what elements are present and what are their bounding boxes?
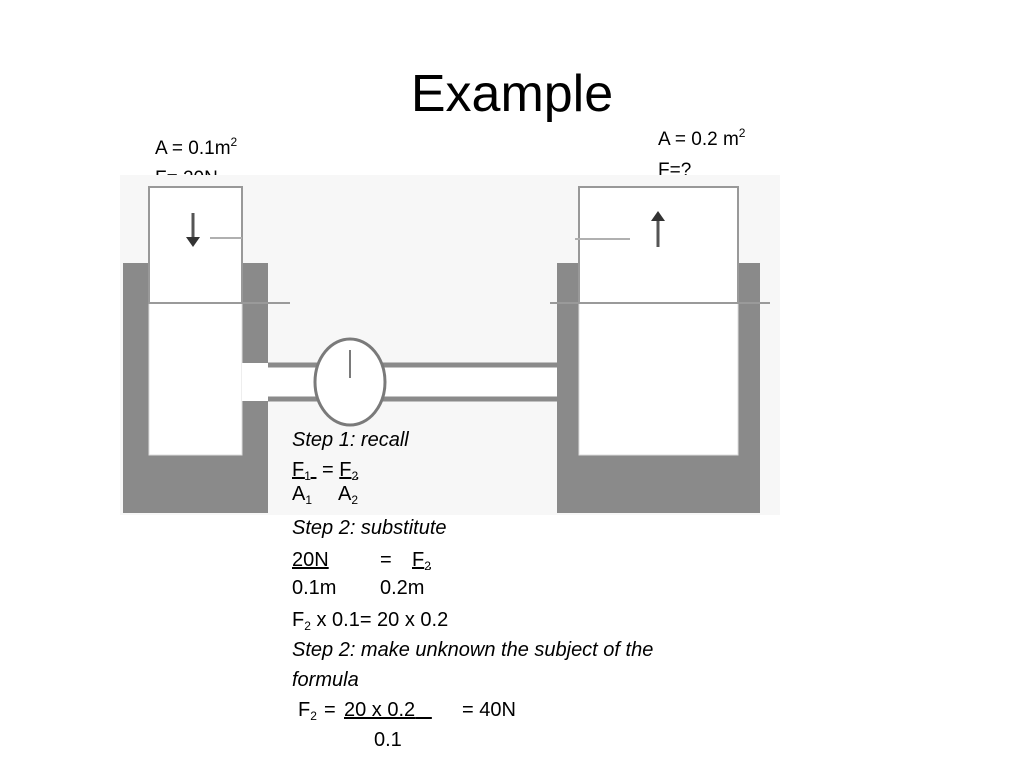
left-piston [148,186,290,304]
step3-numerator-row: F2 = 20 x 0.2 = 40N [292,695,752,725]
step1-heading: Step 1: recall [292,429,409,451]
hydraulic-press-diagram [120,175,780,515]
step2-f2-letter: F [412,549,425,571]
step3-f2: F2 [298,695,317,725]
step3-heading-line1: Step 2: make unknown the subject of the [292,639,654,661]
cross-f-letter: F [292,609,305,631]
step1-f2-letter: F [339,459,352,481]
step1-a2: A2 [338,479,358,509]
step1-f1-letter: F [292,459,305,481]
pressure-gauge [313,337,387,427]
right-area-exponent: 2 [738,126,746,140]
step3-heading-line2: formula [292,669,359,691]
cross-rest: x 0.1= 20 x 0.2 [310,609,449,631]
step2-cross-multiply: F2 x 0.1= 20 x 0.2 [292,605,752,635]
step1-f2: F2 [339,459,359,483]
right-cylinder [557,263,760,513]
right-piston [550,186,770,304]
cross-f-sub: 2 [304,619,311,633]
right-area-text: A = 0.2 m [658,129,739,150]
step3-denominator-row: 0.1 [292,725,752,755]
step2-denominator-row: 0.1m 0.2m [292,573,752,603]
step2-0-1m: 0.1m [292,577,337,599]
left-piston-area-label: A = 0.1m2 [155,136,237,162]
left-cylinder [123,263,268,513]
step3-numerator: 20 x 0.2 [344,695,432,725]
step3-denominator: 0.1 [374,729,402,751]
slide-title: Example [410,65,614,123]
right-piston-area-label: A = 0.2 m2 [658,127,745,153]
step2-0-2m: 0.2m [380,577,425,599]
step1-a1-letter: A [292,483,306,505]
step2-f2-sub: 2 [424,559,431,573]
step1-a2-letter: A [338,483,352,505]
step2-equals: = [380,549,392,571]
connecting-pipe [242,362,557,402]
step2-heading: Step 2: substitute [292,517,447,539]
step1-numerator-row: F1 = F2 [292,455,752,485]
step1-f1: F1 [292,459,316,483]
step3-numerator-text: 20 x 0.2 [344,699,416,721]
step1-f2-sub: 2 [351,469,359,483]
left-area-exponent: 2 [230,135,238,149]
step3-f2-letter: F [298,699,311,721]
step1-a1-sub: 1 [305,493,313,507]
step1-a2-sub: 2 [351,493,359,507]
step2-numerator-row: 20N = F2 [292,545,752,575]
step1-f1-sub: 1 [304,469,311,483]
step3-result: = 40N [462,699,516,721]
step3-equals: = [324,699,336,721]
step1-equals: = [322,459,334,481]
step2-f2: F2 [412,545,431,575]
solution-steps: Step 1: recall F1 = F2 A1 A2 Step 2: sub… [292,425,752,755]
left-area-text: A = 0.1m [155,138,231,159]
step1-a1: A1 [292,479,312,509]
step3-f2-sub: 2 [310,709,317,723]
step1-denominator-row: A1 A2 [292,479,752,509]
step2-20n: 20N [292,549,329,571]
